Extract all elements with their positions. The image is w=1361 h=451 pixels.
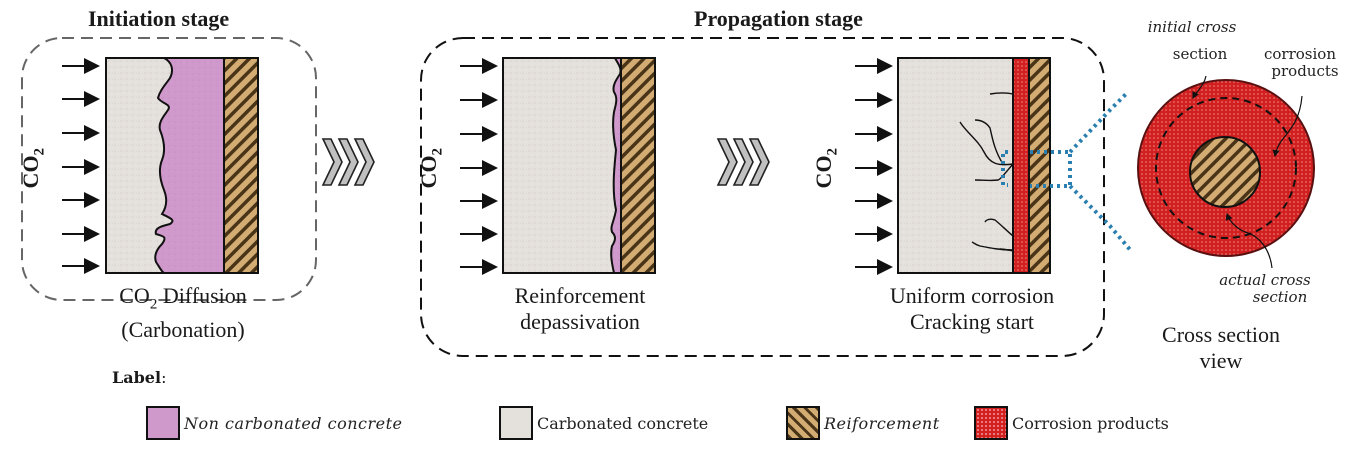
- annotation-text: section: [1252, 288, 1308, 306]
- caption-text: Cracking start: [909, 309, 1035, 334]
- initiation-stage-frame: [21, 37, 317, 301]
- caption-cross-section-view: Cross section view: [1136, 322, 1306, 374]
- legend-title: Label:: [112, 368, 166, 387]
- caption-subscript: 2: [149, 296, 158, 313]
- co2-subscript: 2: [31, 147, 48, 156]
- cross-section-view: [1137, 75, 1315, 269]
- co2-arrows: [62, 58, 100, 274]
- annotation-text: corrosion: [1264, 45, 1336, 63]
- caption-text: Uniform corrosion: [889, 283, 1055, 308]
- carbonated-swatch: [499, 406, 533, 440]
- legend-item-non-carbonated: Non carbonated concrete: [146, 405, 403, 441]
- co2-subscript: 2: [824, 147, 841, 156]
- reinforcement-bar: [223, 57, 259, 274]
- non-carbonated-concrete-region: [610, 57, 622, 274]
- caption-text: (Carbonation): [121, 317, 245, 343]
- co2-text: CO: [416, 155, 442, 189]
- panel-corrosion: [855, 57, 1134, 275]
- non-carbonated-concrete-region: [154, 57, 225, 274]
- legend-colon: :: [161, 368, 167, 387]
- co2-label: CO2: [18, 148, 48, 189]
- caption-text: Cross section: [1162, 322, 1280, 347]
- legend-title-text: Label: [112, 368, 162, 387]
- propagation-stage-frame: [420, 37, 1105, 357]
- legend-item-carbonated: Carbonated concrete: [499, 405, 708, 441]
- non-carbonated-swatch: [146, 406, 180, 440]
- annotation-initial-cross-section: initial cross: [1132, 19, 1252, 36]
- legend-label: Reiforcement: [824, 413, 940, 433]
- reinforcement-swatch: [786, 406, 820, 440]
- annotation-text: section: [1172, 45, 1228, 63]
- legend-label: Carbonated concrete: [537, 413, 709, 433]
- legend-label: Non carbonated concrete: [184, 413, 403, 433]
- co2-label: CO2: [811, 148, 841, 189]
- cracks: [959, 92, 1014, 252]
- annotation-text: products: [1271, 62, 1339, 80]
- co2-label: CO2: [416, 148, 446, 189]
- caption-text: depassivation: [520, 309, 640, 334]
- caption-depassivation: Reinforcement depassivation: [490, 283, 670, 335]
- caption-text: CO: [119, 283, 150, 308]
- annotation-text: initial cross: [1147, 18, 1237, 36]
- legend-label: Corrosion products: [1012, 413, 1169, 433]
- propagation-stage-title: Propagation stage: [694, 6, 863, 31]
- caption-text: Diffusion: [157, 283, 247, 308]
- carbonated-concrete-region: [503, 58, 621, 273]
- reinforcement-bar: [620, 57, 656, 274]
- initiation-stage-title: Initiation stage: [88, 6, 230, 31]
- corrosion-layer: [1012, 57, 1030, 274]
- legend-item-reinforcement: Reiforcement: [786, 405, 940, 441]
- caption-text: view: [1199, 348, 1243, 373]
- co2-subscript: 2: [429, 147, 446, 156]
- reinforcement-bar: [1028, 57, 1051, 274]
- co2-arrows: [855, 58, 893, 275]
- chevron-arrow-icon: [716, 138, 770, 186]
- zoom-region-indicator: [1001, 90, 1134, 254]
- caption-uniform-corrosion: Uniform corrosion Cracking start: [866, 283, 1078, 335]
- legend-item-corrosion: Corrosion products: [974, 405, 1169, 441]
- caption-text: Reinforcement: [514, 283, 646, 308]
- annotation-actual-cross-section: actual cross section: [1200, 272, 1330, 306]
- annotation-initial-cross-section-2: section: [1165, 46, 1235, 63]
- panel-depassivation: [460, 57, 656, 275]
- caption-co2-diffusion: CO2 Diffusion (Carbonation): [95, 283, 271, 343]
- carbonated-concrete-region: [898, 58, 1013, 273]
- co2-text: CO: [811, 155, 837, 189]
- initial-cross-section-outline: [1155, 97, 1297, 239]
- chevron-arrow-icon: [321, 138, 375, 186]
- co2-text: CO: [18, 155, 44, 189]
- corrosion-swatch: [974, 406, 1008, 440]
- panel-initiation: [62, 57, 259, 274]
- annotation-text: actual cross: [1219, 271, 1311, 289]
- annotation-corrosion-products: corrosion products: [1250, 46, 1350, 80]
- co2-arrows: [460, 58, 498, 275]
- actual-cross-section-core: [1189, 136, 1261, 208]
